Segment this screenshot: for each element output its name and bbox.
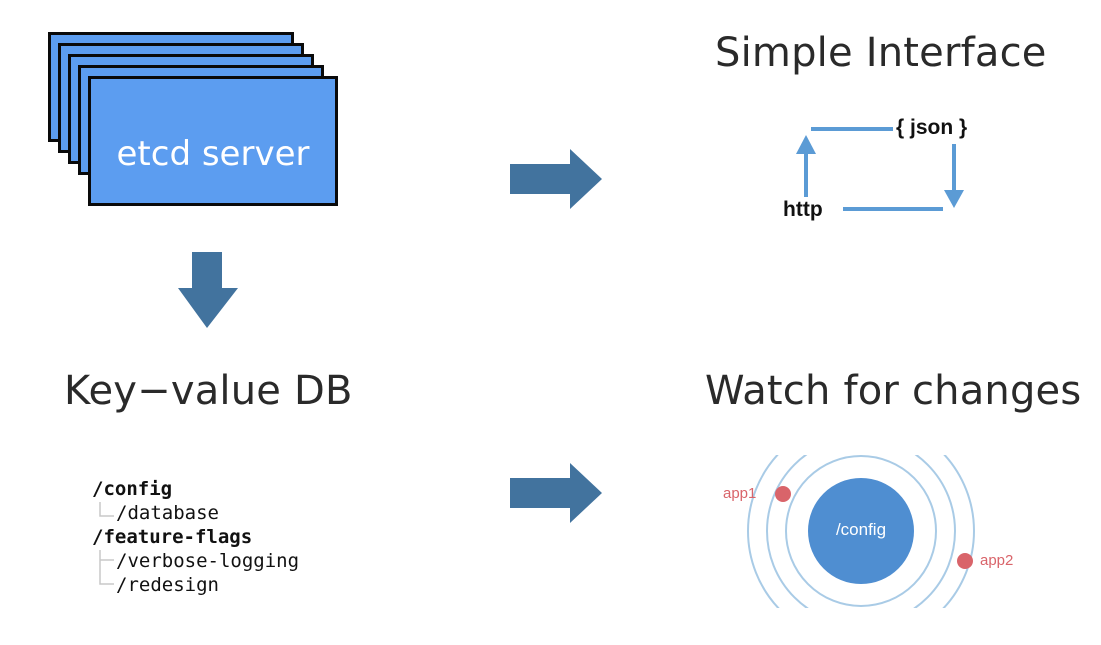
app1-label: app1 <box>723 485 757 502</box>
server-card-front <box>88 76 338 206</box>
key-database: /database <box>116 502 219 524</box>
arrow-down-icon <box>178 252 238 328</box>
key-redesign: /redesign <box>116 574 219 596</box>
simple-interface-heading: Simple Interface <box>715 30 1047 76</box>
watch-for-changes-heading: Watch for changes <box>705 368 1082 414</box>
key-feature-flags: /feature-flags <box>92 526 253 548</box>
interface-loop-lines <box>796 127 964 211</box>
key-config: /config <box>92 478 173 500</box>
etcd-server-label: etcd server <box>116 134 310 174</box>
key-verbose-logging: /verbose-logging <box>116 550 300 572</box>
arrow-right-bottom-icon <box>510 463 602 523</box>
json-label: { json } <box>893 116 971 140</box>
app2-label: app2 <box>980 552 1014 569</box>
arrow-right-top-icon <box>510 149 602 209</box>
http-label: http <box>780 198 826 222</box>
watch-center-label: /config <box>835 520 887 539</box>
watch-rings <box>747 455 975 608</box>
tree-connector-lines <box>99 502 114 585</box>
key-value-db-heading: Key−value DB <box>64 368 353 414</box>
